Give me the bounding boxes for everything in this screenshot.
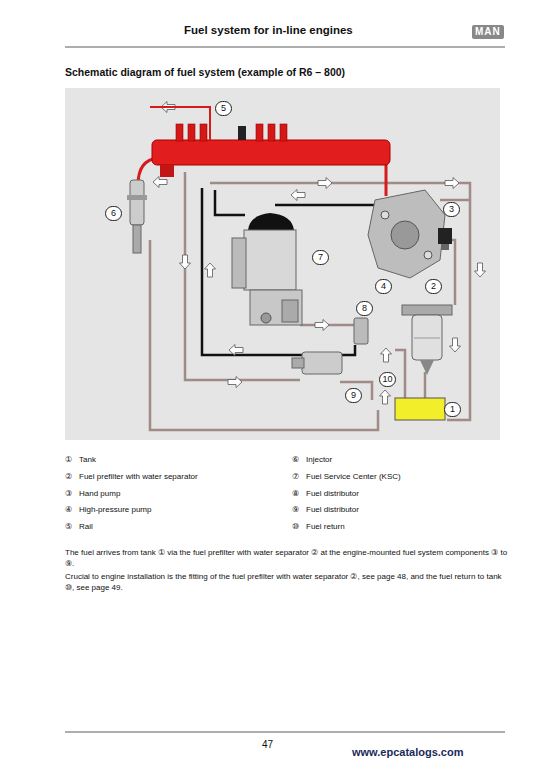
callout-number: 7 (312, 250, 329, 265)
footer-rule (65, 732, 505, 733)
high-pressure-lines (138, 124, 390, 196)
diagram-heading: Schematic diagram of fuel system (exampl… (65, 66, 345, 79)
legend-number: ⑦ (292, 472, 299, 482)
injector (127, 180, 147, 253)
legend-text: Tank (79, 455, 96, 465)
legend-text: Injector (306, 455, 332, 465)
legend-number: ① (65, 455, 72, 465)
legend-number: ⑨ (292, 505, 299, 515)
legend-text: High-pressure pump (79, 505, 151, 515)
hand-pump (438, 228, 452, 250)
supply-lines (202, 188, 380, 355)
high-pressure-pump (368, 190, 445, 278)
return-lines (150, 172, 470, 430)
legend-number: ③ (65, 489, 72, 499)
callout-number: 5 (215, 101, 232, 116)
callout-number: 1 (444, 402, 461, 417)
legend-number: ⑧ (292, 489, 299, 499)
diagram-panel (65, 88, 500, 440)
callout-number: 9 (345, 388, 362, 403)
legend-number: ⑥ (292, 455, 299, 465)
legend-text: Hand pump (79, 489, 120, 499)
legend-text: Fuel Service Center (KSC) (306, 472, 401, 482)
page-number: 47 (262, 739, 273, 751)
legend-text: Fuel return (306, 522, 345, 532)
callout-number: 8 (356, 301, 373, 316)
legend-text: Fuel distributor (306, 489, 359, 499)
brand-logo: MAN (472, 25, 504, 39)
callout-number: 2 (425, 279, 442, 294)
tank (395, 398, 445, 420)
legend-text: Fuel prefilter with water separator (79, 472, 198, 482)
body-text: The fuel arrives from tank ① via the fue… (65, 548, 510, 570)
watermark: www.epcatalogs.com (352, 746, 463, 759)
flow-arrows (153, 102, 486, 405)
fuel-prefilter (402, 305, 452, 375)
page-title: Fuel system for in-line engines (184, 24, 353, 38)
callout-number: 6 (105, 206, 122, 221)
legend-number: ② (65, 472, 72, 482)
legend-number: ⑩ (292, 522, 299, 532)
legend-text: Rail (79, 522, 93, 532)
legend-text: Fuel distributor (306, 505, 359, 515)
fuel-service-center (232, 213, 302, 325)
callout-number: 10 (379, 372, 396, 387)
rail (152, 140, 390, 165)
callout-number: 3 (443, 202, 460, 217)
legend-number: ⑤ (65, 522, 72, 532)
fuel-distributor (292, 318, 368, 374)
legend-number: ④ (65, 505, 72, 515)
callout-number: 4 (375, 279, 392, 294)
body-text: Crucial to engine installation is the fi… (65, 572, 510, 594)
header-rule (65, 47, 505, 48)
